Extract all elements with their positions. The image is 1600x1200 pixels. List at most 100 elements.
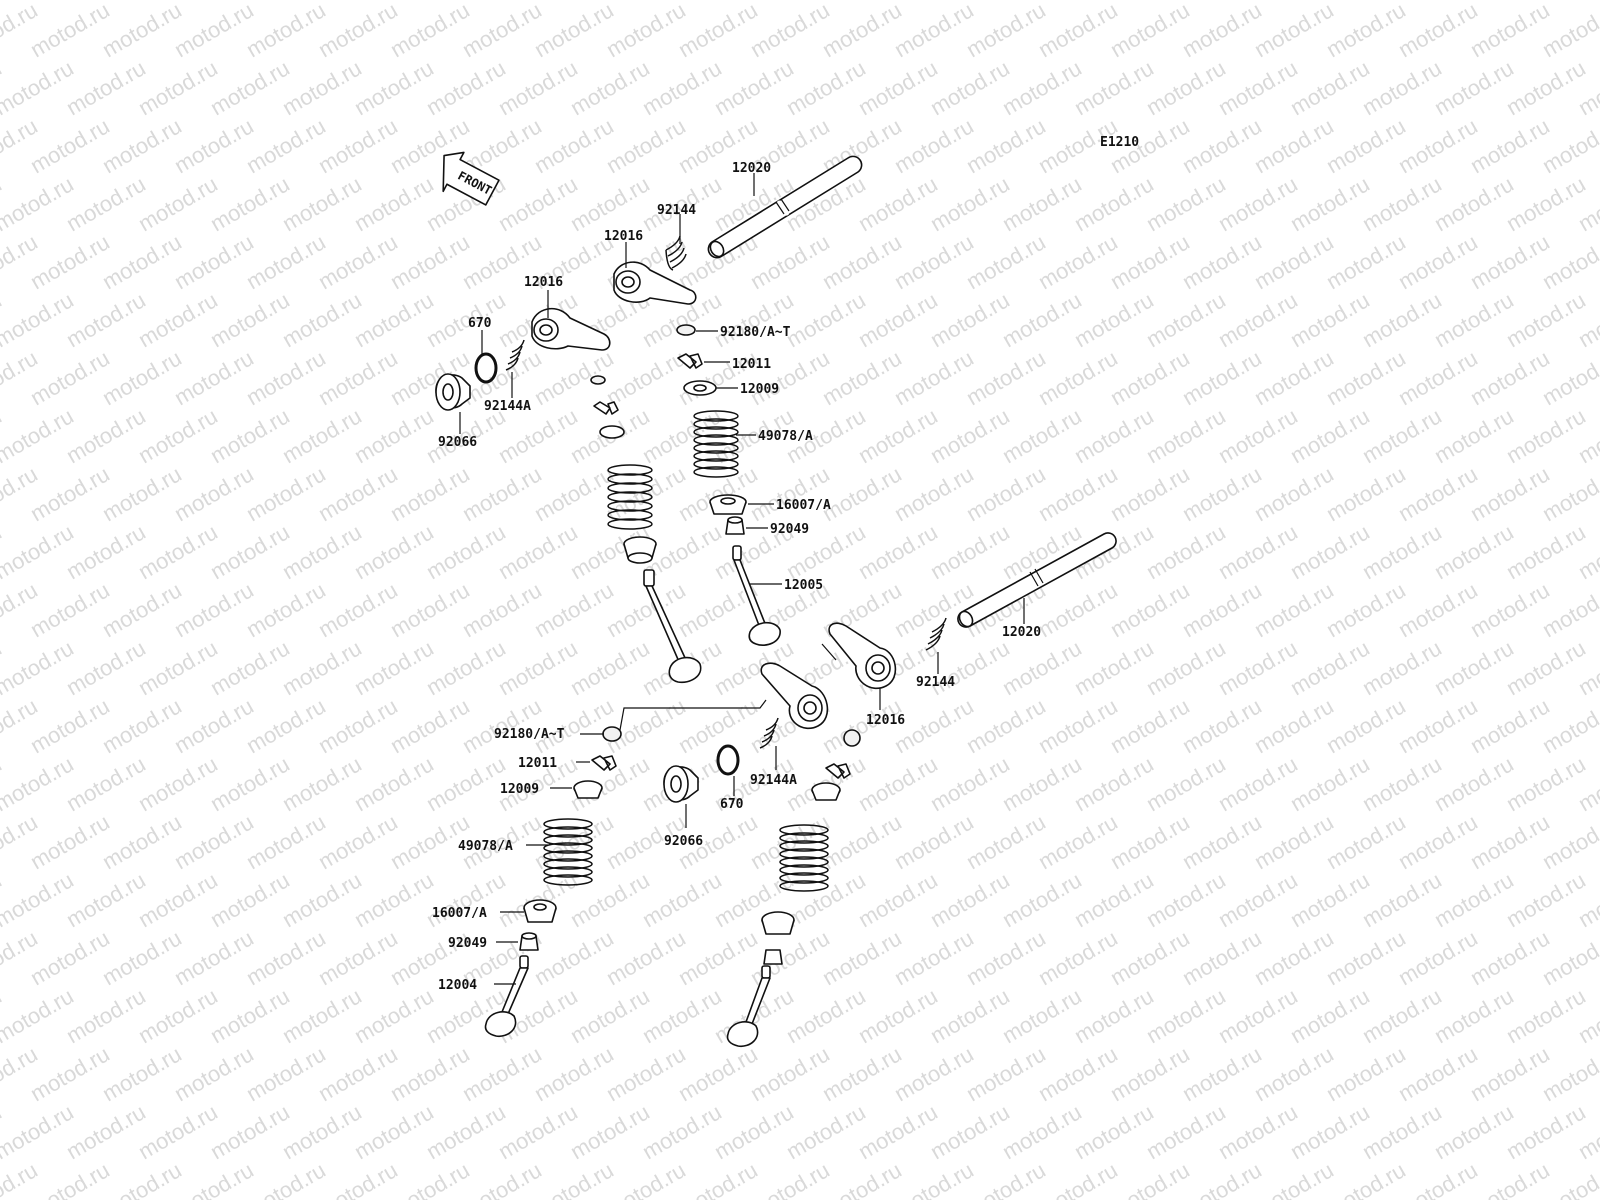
watermark-text: motod.ru <box>134 867 222 932</box>
watermark-text: motod.ru <box>818 461 906 526</box>
watermark-text: motod.ru <box>1394 461 1482 526</box>
watermark-text: motod.ru <box>170 1041 258 1106</box>
exhaust-valve <box>732 545 781 646</box>
watermark-text: motod.ru <box>530 1041 618 1106</box>
watermark-text: motod.ru <box>1142 55 1230 120</box>
watermark-text: motod.ru <box>674 1041 762 1106</box>
spring-coil-turn <box>543 842 593 854</box>
watermark-text: motod.ru <box>62 519 150 584</box>
watermark-text: motod.ru <box>1178 1041 1266 1106</box>
watermark-text: motod.ru <box>314 809 402 874</box>
watermark-text: motod.ru <box>350 519 438 584</box>
watermark-text: motod.ru <box>1466 1041 1554 1106</box>
watermark-text: motod.ru <box>530 0 618 62</box>
watermark-text: motod.ru <box>1178 693 1266 758</box>
watermark-text: motod.ru <box>1070 635 1158 700</box>
watermark-text: motod.ru <box>998 55 1086 120</box>
watermark-text: motod.ru <box>1538 577 1600 642</box>
watermark-text: motod.ru <box>314 693 402 758</box>
watermark-text: motod.ru <box>1286 403 1374 468</box>
watermark-text: motod.ru <box>854 1099 942 1164</box>
watermark-text: motod.ru <box>998 171 1086 236</box>
watermark-text: motod.ru <box>242 345 330 410</box>
watermark-text: motod.ru <box>1430 1099 1518 1164</box>
watermark-text: motod.ru <box>566 55 654 120</box>
watermark-text: motod.ru <box>170 809 258 874</box>
watermark-text: motod.ru <box>1502 403 1590 468</box>
watermark-text: motod.ru <box>278 403 366 468</box>
watermark-text: motod.ru <box>494 171 582 236</box>
watermark-text: motod.ru <box>854 983 942 1048</box>
watermark-text: motod.ru <box>350 983 438 1048</box>
watermark-text: motod.ru <box>746 229 834 294</box>
watermark-text: motod.ru <box>386 461 474 526</box>
watermark-text: motod.ru <box>0 403 78 468</box>
label-12011-lower: 12011 <box>518 756 557 771</box>
watermark-text: motod.ru <box>926 1099 1014 1164</box>
watermark-text: motod.ru <box>1142 171 1230 236</box>
watermark-text: motod.ru <box>1286 171 1374 236</box>
watermark-text: motod.ru <box>1070 287 1158 352</box>
watermark-text: motod.ru <box>1502 171 1590 236</box>
watermark-text: motod.ru <box>1502 751 1590 816</box>
watermark-text: motod.ru <box>350 867 438 932</box>
spring-coil-turn <box>693 426 739 438</box>
label-49078a-upper: 49078/A <box>758 429 813 444</box>
watermark-text: motod.ru <box>1394 577 1482 642</box>
spring-coil-turn <box>607 500 653 512</box>
stem-seal-lower <box>519 932 539 951</box>
watermark-text: motod.ru <box>242 577 330 642</box>
watermark-text: motod.ru <box>386 229 474 294</box>
oring-upper <box>474 352 498 384</box>
watermark-text: motod.ru <box>26 229 114 294</box>
watermark-text: motod.ru <box>1250 113 1338 178</box>
spring-coil-turn <box>693 450 739 462</box>
watermark-text: motod.ru <box>242 0 330 62</box>
watermark-text: motod.ru <box>962 1041 1050 1106</box>
watermark-text: motod.ru <box>926 403 1014 468</box>
watermark-text: motod.ru <box>1502 1099 1590 1164</box>
watermark-text: motod.ru <box>242 461 330 526</box>
watermark-text: motod.ru <box>494 519 582 584</box>
shim-lower-right <box>843 729 861 747</box>
spring-coil-turn <box>693 458 739 470</box>
watermark-text: motod.ru <box>98 577 186 642</box>
watermark-text: motod.ru <box>0 0 78 4</box>
spring-coil-turn <box>543 818 593 830</box>
watermark-text: motod.ru <box>1142 403 1230 468</box>
watermark-text: motod.ru <box>26 577 114 642</box>
watermark-text: motod.ru <box>1322 0 1410 62</box>
watermark-text: motod.ru <box>206 403 294 468</box>
watermark-text: motod.ru <box>602 0 690 62</box>
watermark-text: motod.ru <box>926 519 1014 584</box>
watermark-text: motod.ru <box>1538 925 1600 990</box>
watermark-text: motod.ru <box>1250 1041 1338 1106</box>
watermark-text: motod.ru <box>1394 1041 1482 1106</box>
watermark-text: motod.ru <box>1466 925 1554 990</box>
watermark-text: motod.ru <box>926 751 1014 816</box>
watermark-text: motod.ru <box>962 693 1050 758</box>
watermark-text: motod.ru <box>134 751 222 816</box>
watermark-text: motod.ru <box>350 751 438 816</box>
watermark-text: motod.ru <box>26 809 114 874</box>
watermark-text: motod.ru <box>1430 403 1518 468</box>
watermark-text: motod.ru <box>1214 1099 1302 1164</box>
diagram-ref-code: E1210 <box>1100 135 1139 150</box>
watermark-text: motod.ru <box>1538 693 1600 758</box>
watermark-text: motod.ru <box>1430 635 1518 700</box>
watermark-text: motod.ru <box>170 113 258 178</box>
watermark-text: motod.ru <box>710 1099 798 1164</box>
watermark-text: motod.ru <box>782 983 870 1048</box>
spring-coil-turn <box>779 864 829 876</box>
watermark-text: motod.ru <box>854 519 942 584</box>
watermark-text: motod.ru <box>134 403 222 468</box>
watermark-text: motod.ru <box>278 635 366 700</box>
watermark-text: motod.ru <box>638 55 726 120</box>
watermark-text: motod.ru <box>26 345 114 410</box>
watermark-text: motod.ru <box>62 287 150 352</box>
watermark-text: motod.ru <box>134 0 222 4</box>
watermark-text: motod.ru <box>98 461 186 526</box>
watermark-text: motod.ru <box>1106 461 1194 526</box>
watermark-text: motod.ru <box>1358 55 1446 120</box>
watermark-text: motod.ru <box>1034 0 1122 62</box>
